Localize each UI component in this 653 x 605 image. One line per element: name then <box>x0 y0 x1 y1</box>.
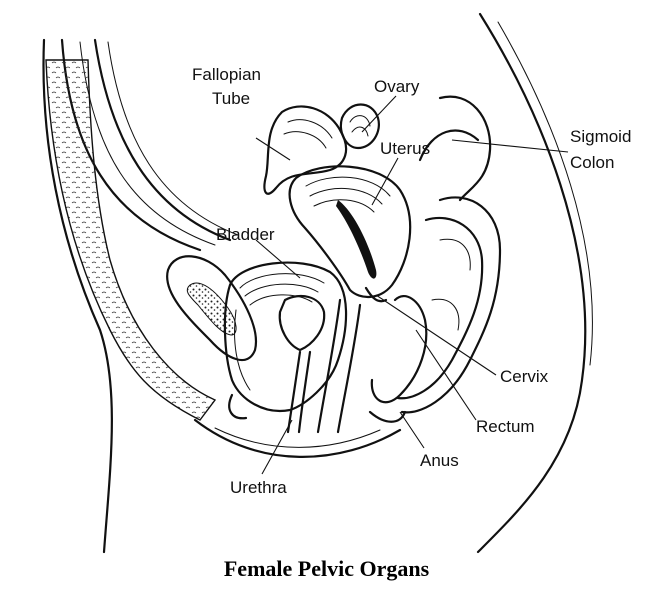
labels: Fallopian Tube Ovary Uterus Sigmoid Colo… <box>192 65 631 497</box>
pubic-bone <box>166 255 258 420</box>
leader-fallopian-tube <box>255 137 291 161</box>
label-ovary: Ovary <box>374 77 420 96</box>
label-uterus: Uterus <box>380 139 430 158</box>
label-anus: Anus <box>420 451 459 470</box>
leader-cervix <box>375 294 497 376</box>
leader-rectum <box>415 329 477 421</box>
fallopian-tube-shape <box>263 105 348 195</box>
pelvic-floor <box>193 418 402 458</box>
abdominal-wall <box>42 38 239 554</box>
label-sigmoid-colon-line1: Sigmoid <box>570 127 631 146</box>
label-sigmoid-colon-line2: Colon <box>570 153 614 172</box>
label-fallopian-tube-line1: Fallopian <box>192 65 261 84</box>
label-rectum: Rectum <box>476 417 535 436</box>
anus-shape <box>368 410 407 423</box>
bladder-shape <box>223 261 348 413</box>
colon-shape <box>370 95 502 414</box>
back-contour <box>476 12 593 554</box>
ovary-shape <box>339 103 380 150</box>
label-urethra: Urethra <box>230 478 287 497</box>
vagina-shape <box>316 298 362 434</box>
label-cervix: Cervix <box>500 367 549 386</box>
urethra-shape <box>286 350 312 434</box>
leader-sigmoid-colon <box>451 139 569 153</box>
label-fallopian-tube-line2: Tube <box>212 89 250 108</box>
leader-lines <box>255 95 569 475</box>
uterus-shape <box>288 165 412 303</box>
leader-bladder <box>255 239 301 279</box>
leader-anus <box>399 411 425 449</box>
leader-ovary <box>361 95 397 133</box>
figure-caption: Female Pelvic Organs <box>223 556 430 581</box>
label-bladder: Bladder <box>216 225 275 244</box>
leader-urethra <box>261 419 293 475</box>
leader-uterus <box>371 157 399 206</box>
